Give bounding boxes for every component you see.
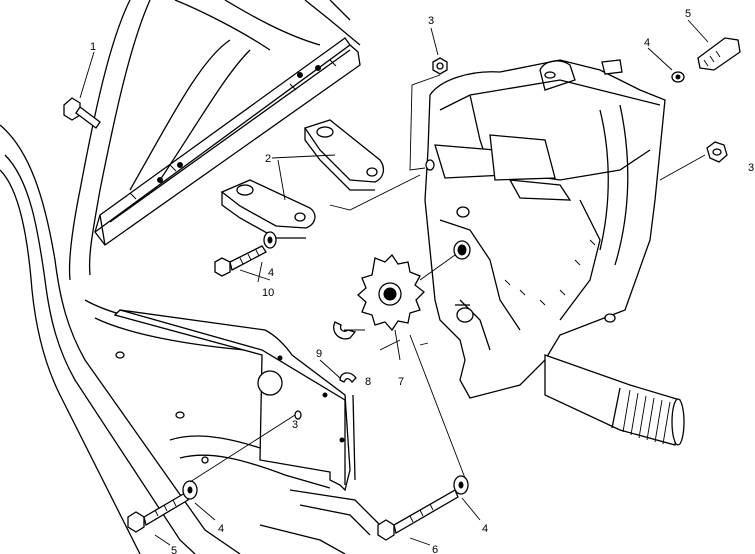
callout-1: 1 xyxy=(90,41,96,53)
callout-3-right: 3 xyxy=(748,162,754,174)
bolt-bottom-right xyxy=(377,489,459,541)
nut-top xyxy=(432,57,448,75)
callout-2: 2 xyxy=(265,153,271,165)
bolt-top-right xyxy=(697,37,741,71)
bolt-left xyxy=(214,245,267,277)
bracket-upper xyxy=(303,119,385,191)
clip-8 xyxy=(339,372,357,383)
callout-5-top: 5 xyxy=(685,8,691,20)
callout-labels: 1 2 3 3 3 4 4 4 4 5 5 6 7 8 9 10 xyxy=(90,8,754,554)
sprocket xyxy=(357,253,425,332)
angle-rail xyxy=(94,37,361,246)
callout-4-top: 4 xyxy=(644,37,650,49)
callout-5-bottom: 5 xyxy=(171,545,177,554)
washer-bottom-right xyxy=(453,475,469,495)
washer-bottom-left xyxy=(182,480,198,500)
mounting-plate xyxy=(113,309,356,492)
callout-4-bottom-right: 4 xyxy=(482,523,488,535)
callout-4-left: 4 xyxy=(268,267,274,279)
bolt-bottom-left xyxy=(127,492,189,533)
callout-8: 8 xyxy=(365,376,371,388)
washer-left xyxy=(263,231,277,249)
leader-lines xyxy=(79,19,709,546)
output-shaft xyxy=(544,354,685,446)
bracket-lower xyxy=(220,179,316,239)
callout-4-bottom-left: 4 xyxy=(218,523,224,535)
callout-3-top: 3 xyxy=(428,15,434,27)
washer-top xyxy=(671,71,685,83)
bolt-frame xyxy=(63,97,101,129)
callout-10: 10 xyxy=(262,287,274,299)
nut-right xyxy=(706,141,728,163)
callout-7: 7 xyxy=(398,376,404,388)
clip-9 xyxy=(333,321,357,340)
callout-6: 6 xyxy=(432,544,438,554)
gearcase xyxy=(424,59,666,399)
callout-3-plate: 3 xyxy=(292,419,298,431)
callout-9: 9 xyxy=(316,348,322,360)
